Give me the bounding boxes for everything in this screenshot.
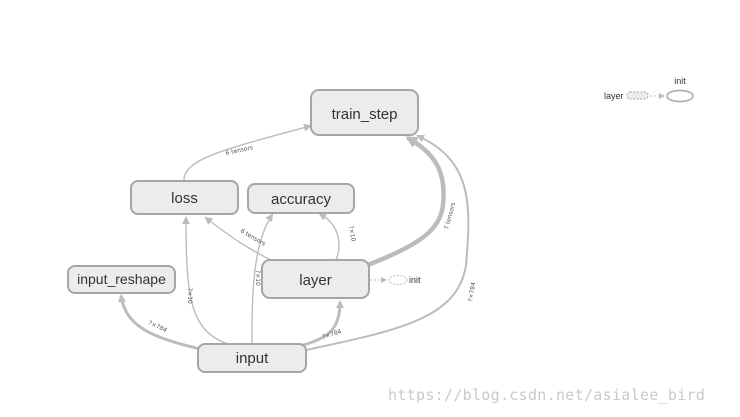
edge-input-loss (182, 216, 236, 347)
edge-label-layer-accuracy: ?×10 (347, 225, 357, 242)
edge-input-input-reshape (118, 294, 206, 352)
legend-layer-swatch (626, 91, 649, 100)
node-input-label: input (236, 350, 269, 367)
edge-input-accuracy (251, 213, 274, 345)
edge-loss-train-step (183, 123, 312, 181)
edge-layer-accuracy (318, 213, 340, 261)
edge-input-layer (299, 300, 344, 348)
node-layer-init[interactable]: init (388, 275, 421, 285)
edge-label-layer-train-step: 7 tensors (443, 202, 457, 231)
node-train-step[interactable]: train_step (310, 89, 419, 136)
legend-init-label: init (674, 76, 686, 86)
legend-init-swatch (666, 89, 694, 103)
node-accuracy-label: accuracy (271, 191, 332, 208)
node-input[interactable]: input (197, 343, 307, 373)
node-input-reshape[interactable]: input_reshape (67, 265, 176, 294)
node-accuracy[interactable]: accuracy (247, 183, 355, 214)
edge-layer-loss (204, 216, 276, 263)
edge-label-input-layer: ?×784 (321, 328, 342, 341)
node-loss-label: loss (171, 190, 198, 207)
edge-layer-train-step (364, 136, 446, 269)
edge-label-input-loss: ?×10 (186, 288, 193, 304)
legend-layer-label: layer (604, 91, 624, 101)
node-loss[interactable]: loss (130, 180, 239, 215)
legend: layer init (604, 76, 694, 103)
node-layer-label: layer (299, 272, 332, 289)
node-input-reshape-label: input_reshape (77, 271, 166, 287)
edge-label-loss-train-step: 6 tensors (225, 144, 254, 157)
node-layer[interactable]: layer (261, 259, 370, 299)
node-layer-init-label: init (409, 275, 421, 285)
edge-input-train-step (305, 134, 470, 351)
edge-label-input-train-step: ?×784 (467, 282, 477, 303)
node-train-step-label: train_step (332, 106, 398, 123)
watermark: https://blog.csdn.net/asialee_bird (388, 386, 706, 404)
edge-label-input-accuracy: ?×10 (254, 270, 261, 286)
